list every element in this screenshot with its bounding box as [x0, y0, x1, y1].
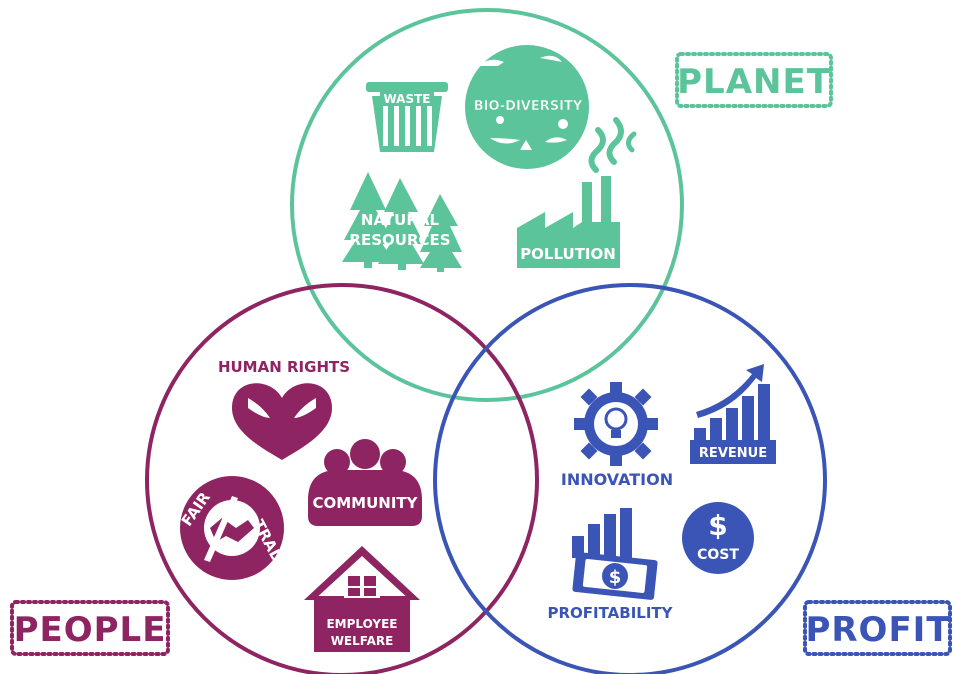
- people-label: PEOPLE: [14, 610, 167, 650]
- profitability-label: PROFITABILITY: [547, 604, 673, 622]
- dollar-coin-icon: [682, 502, 754, 574]
- planet-circle: [290, 8, 684, 402]
- employee-welfare-label-line2: WELFARE: [331, 634, 394, 648]
- innovation-label: INNOVATION: [561, 470, 673, 489]
- biodiversity-label: BIO-DIVERSITY: [474, 99, 583, 114]
- cost-dollar-sign: $: [708, 509, 727, 542]
- profitability-dollar-sign: $: [609, 567, 622, 588]
- handshake-icon: [180, 476, 284, 580]
- profit-circle: [433, 283, 827, 674]
- animals-globe-icon: [465, 45, 589, 169]
- people-circle: [145, 283, 539, 674]
- employee-welfare-label-line1: EMPLOYEE: [326, 617, 397, 631]
- planet-tag: PLANET: [675, 52, 833, 108]
- profit-tag: PROFIT: [803, 600, 952, 656]
- trash-bin-icon: [366, 82, 448, 152]
- money-chart-icon: [572, 508, 658, 600]
- people-group-icon: [308, 439, 422, 526]
- natural-resources-label-line2: RESOURCES: [349, 231, 450, 249]
- people-tag: PEOPLE: [10, 600, 170, 656]
- revenue-label: REVENUE: [699, 446, 767, 461]
- natural-resources-label-line1: NATURAL: [361, 211, 440, 229]
- factory-icon: [517, 117, 637, 268]
- house-icon: [304, 546, 420, 652]
- cost-label: COST: [697, 547, 739, 563]
- profit-label: PROFIT: [805, 610, 950, 650]
- waste-label: WASTE: [383, 92, 430, 106]
- pollution-label: POLLUTION: [520, 245, 616, 263]
- forest-icon: [342, 172, 462, 272]
- gear-lightbulb-icon: [574, 382, 658, 466]
- planet-label: PLANET: [677, 62, 831, 102]
- human-rights-label: HUMAN RIGHTS: [218, 358, 350, 376]
- growth-chart-icon: [690, 364, 776, 464]
- heart-hands-icon: [232, 383, 332, 460]
- community-label: COMMUNITY: [312, 494, 418, 512]
